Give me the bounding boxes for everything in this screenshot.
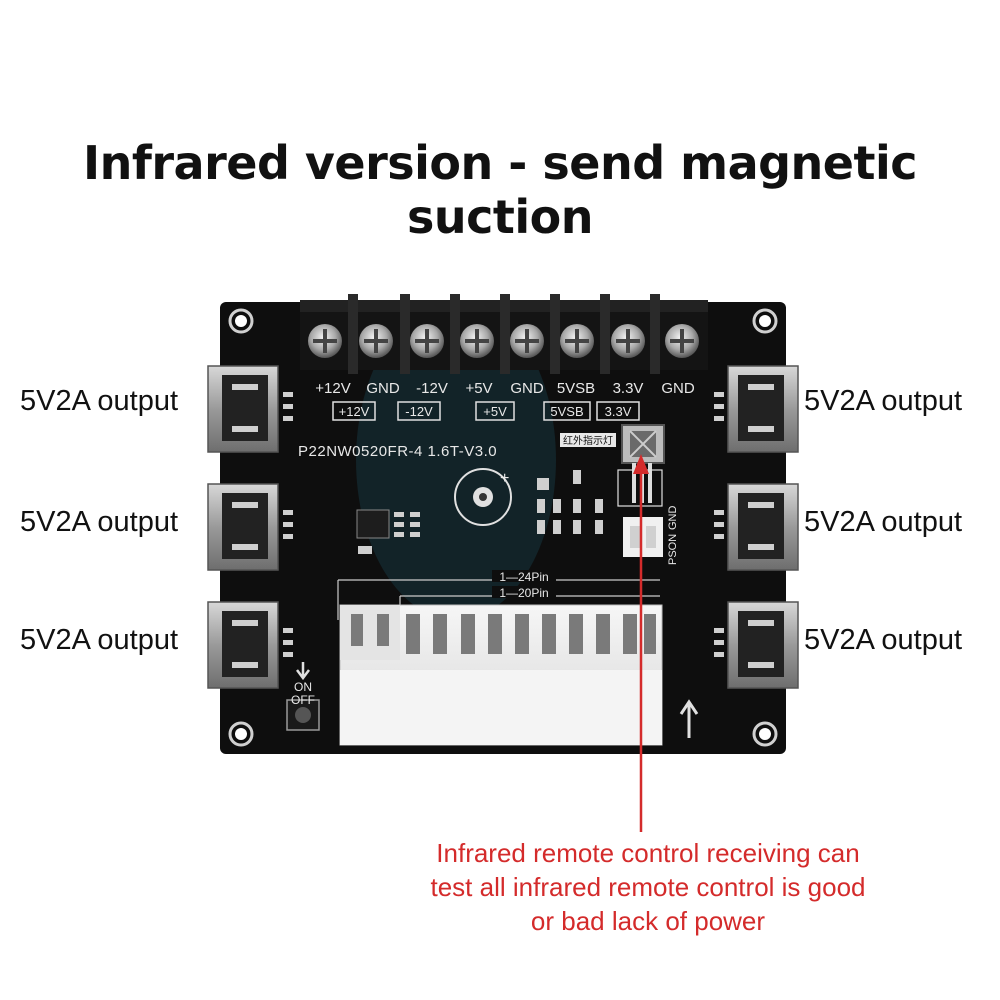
ir-indicator-label: 红外指示灯	[563, 434, 613, 447]
ir-indicator-badge	[560, 433, 616, 447]
test-pad-label: +5V	[483, 404, 507, 419]
usb-port-left-bottom	[207, 601, 279, 689]
svg-text:+: +	[500, 470, 509, 487]
board-model: P22NW0520FR-4 1.6T-V3.0	[298, 443, 497, 460]
test-pad-label: +12V	[339, 404, 370, 419]
test-pad-label: -12V	[405, 404, 433, 419]
terminal-block	[300, 294, 708, 374]
terminal-label: 5VSB	[557, 380, 595, 397]
usb-label-right-bottom: 5V2A output	[804, 624, 963, 656]
terminal-label: -12V	[416, 380, 448, 397]
terminal-labels: +12V GND -12V +5V GND 5VSB 3.3V GND	[315, 380, 695, 397]
pson-header	[623, 517, 663, 557]
annotation-arrow	[633, 454, 649, 832]
usb-label-left-bottom: 5V2A output	[20, 624, 179, 656]
usb-port-right-middle	[727, 483, 799, 571]
power-switch	[286, 662, 320, 731]
gnd-side-label: GND	[667, 506, 679, 531]
smd-components	[356, 470, 603, 554]
usb-ports-left	[207, 365, 293, 689]
pin-20-label: 1—20Pin	[499, 586, 548, 600]
buzzer: +	[454, 468, 512, 526]
usb-port-left-top	[207, 365, 279, 453]
usb-label-right-top: 5V2A output	[804, 385, 963, 417]
usb-ports-right	[714, 365, 799, 689]
switch-off-label: OFF	[291, 693, 315, 707]
terminal-label: +12V	[315, 380, 350, 397]
usb-label-left-middle: 5V2A output	[20, 506, 179, 538]
usb-label-right-middle: 5V2A output	[804, 506, 963, 538]
caption-line: Infrared remote control receiving can	[436, 838, 860, 868]
terminal-label: 3.3V	[613, 380, 644, 397]
pson-label: PSON	[667, 534, 679, 565]
test-pad-label: 5VSB	[550, 404, 583, 419]
terminal-label: +5V	[465, 380, 492, 397]
usb-port-left-middle	[207, 483, 279, 571]
pin-silkscreen	[337, 570, 660, 620]
terminal-label: GND	[366, 380, 400, 397]
ir-receiver	[617, 424, 665, 507]
test-pad-label: 3.3V	[605, 404, 632, 419]
caption-line: test all infrared remote control is good	[430, 872, 866, 902]
up-arrow-icon	[679, 699, 699, 738]
atx-connector	[339, 604, 663, 746]
usb-port-right-top	[727, 365, 799, 453]
ir-caption: Infrared remote control receiving can te…	[380, 836, 916, 938]
terminal-label: GND	[661, 380, 695, 397]
usb-label-left-top: 5V2A output	[20, 385, 179, 417]
switch-on-label: ON	[294, 680, 312, 694]
pin-24-label: 1—24Pin	[499, 570, 548, 584]
caption-line: or bad lack of power	[530, 906, 766, 936]
test-pads	[332, 401, 640, 421]
usb-port-right-bottom	[727, 601, 799, 689]
page-title: Infrared version - send magnetic suction	[82, 136, 918, 244]
watermark-shape	[356, 300, 556, 620]
mounting-holes	[228, 308, 778, 747]
terminal-label: GND	[510, 380, 544, 397]
